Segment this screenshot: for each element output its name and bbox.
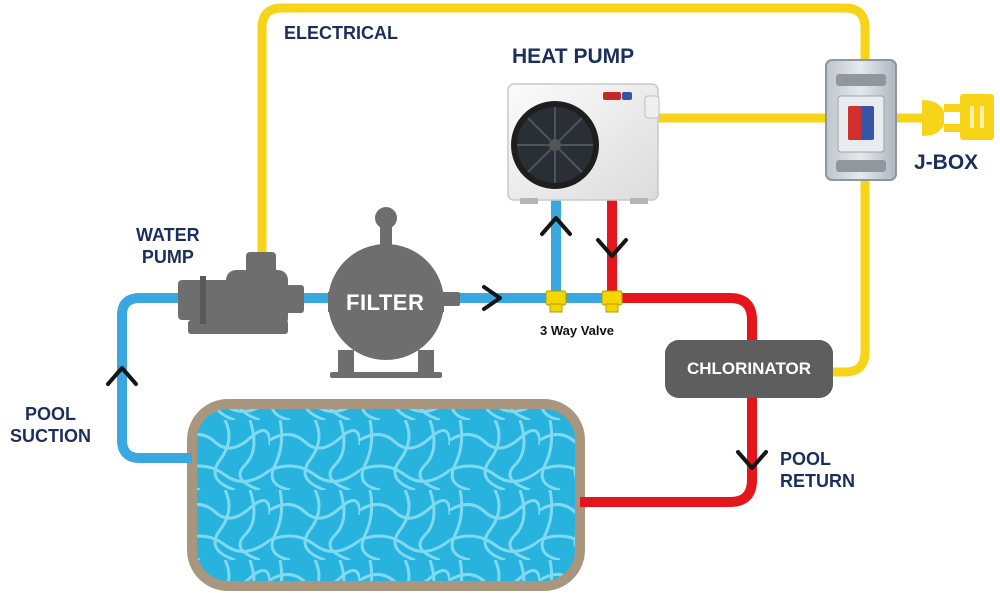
heat-pump-label: HEAT PUMP [512, 45, 635, 68]
electrical-line-chlorinator [833, 178, 870, 377]
valve-label: 3 Way Valve [540, 323, 614, 338]
pool-suction-pipe [117, 293, 192, 463]
electrical-label: ELECTRICAL [284, 23, 398, 43]
pool [187, 399, 585, 591]
flow-arrow-suction-up [106, 366, 138, 386]
electrical-wiring [257, 3, 925, 377]
hot-water-pipes [580, 200, 757, 507]
pool-return-pipe [580, 398, 757, 507]
flow-arrow-filter-right [482, 285, 502, 311]
junction-box [825, 59, 897, 181]
sand-filter [328, 207, 460, 378]
valve-to-chlorinator-pipe [612, 293, 757, 340]
valve-icon [545, 290, 623, 313]
fan-icon [511, 101, 599, 189]
flow-arrow-from-heatpump-down [596, 238, 628, 258]
pool-suction-label: POOL SUCTION [10, 404, 91, 446]
chlorinator-label: CHLORINATOR [665, 340, 833, 398]
flow-arrow-icon [106, 216, 768, 470]
j-box-label: J-BOX [914, 151, 979, 174]
flow-arrow-return-down [736, 450, 768, 470]
filter-label: FILTER [346, 290, 425, 315]
plug-icon [922, 94, 994, 140]
water-pump [178, 252, 304, 334]
water-pump-label: WATER PUMP [136, 225, 200, 267]
flow-arrow-to-heatpump-up [540, 216, 572, 236]
electrical-line-pump-to-jbox [257, 3, 870, 262]
pool-return-label: POOL RETURN [780, 449, 855, 491]
heat-pump-unit [507, 83, 660, 204]
